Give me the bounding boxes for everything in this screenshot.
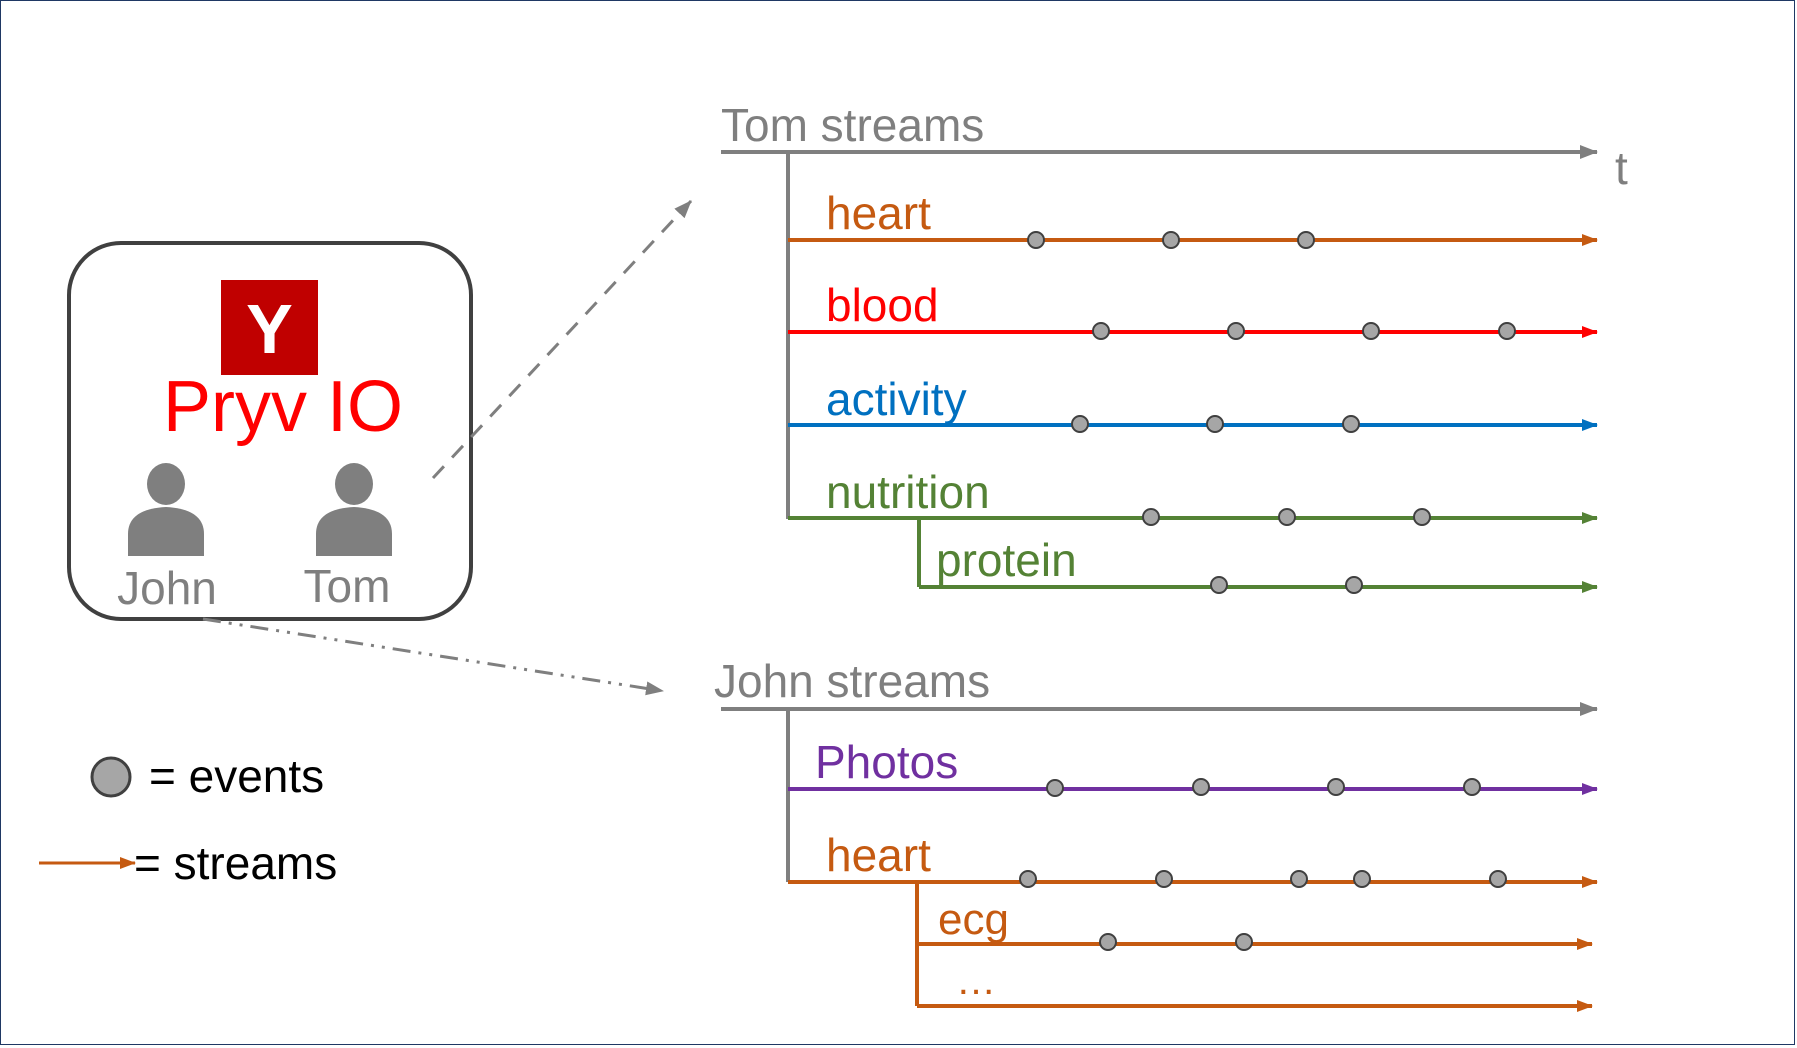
john-stream-label-photos: Photos: [815, 736, 958, 788]
event-dot: [1297, 231, 1315, 249]
event-dot: [1206, 415, 1224, 433]
tom-stream-label-nutrition: nutrition: [826, 466, 990, 518]
tom-stream-label-blood: blood: [826, 279, 939, 331]
pryv-io-box: Y Pryv IO John Tom: [67, 241, 473, 621]
event-dot: [1019, 870, 1037, 888]
john-streams-title: John streams: [714, 655, 990, 707]
legend-streams-label: = streams: [134, 837, 337, 889]
event-dot: [1489, 870, 1507, 888]
tom-stream-label-heart: heart: [826, 187, 931, 239]
john-streams-tree: John streams Photos heart ecg …: [714, 655, 1598, 1012]
event-dot: [1099, 933, 1117, 951]
event-dot: [1413, 508, 1431, 526]
event-dot: [1162, 231, 1180, 249]
event-dot: [1227, 322, 1245, 340]
user-label-tom: Tom: [304, 560, 391, 612]
event-dot: [1278, 508, 1296, 526]
event-dot: [1353, 870, 1371, 888]
user-icon-tom: [316, 463, 392, 556]
event-dot: [1463, 778, 1481, 796]
tom-stream-label-activity: activity: [826, 373, 967, 425]
event-dot: [1235, 933, 1253, 951]
john-stream-label-more: …: [956, 959, 996, 1003]
app-name: Pryv IO: [163, 367, 403, 447]
event-dot: [1327, 778, 1345, 796]
event-dot: [1192, 778, 1210, 796]
legend: = events = streams: [39, 750, 337, 889]
user-icon-john: [128, 463, 204, 556]
event-dot: [1142, 508, 1160, 526]
event-dot: [1046, 779, 1064, 797]
legend-events-label: = events: [149, 750, 324, 802]
event-dot: [1155, 870, 1173, 888]
user-label-john: John: [117, 562, 217, 614]
event-dot: [1071, 415, 1089, 433]
event-dot: [1362, 322, 1380, 340]
john-stream-label-heart: heart: [826, 829, 931, 881]
event-dot: [1092, 322, 1110, 340]
event-dot: [1290, 870, 1308, 888]
time-axis-label: t: [1615, 142, 1628, 194]
tom-link-arrow: [431, 199, 693, 480]
event-dot: [1210, 576, 1228, 594]
pryv-logo-letter: Y: [246, 290, 293, 368]
tom-streams-tree: Tom streams t heart blood activity nutri…: [721, 99, 1628, 594]
legend-event-icon: [90, 756, 132, 798]
event-dot: [1498, 322, 1516, 340]
john-stream-label-ecg: ecg: [938, 895, 1009, 944]
tom-streams-title: Tom streams: [721, 99, 984, 151]
john-link-arrow: [202, 617, 664, 696]
pryv-logo-icon: Y: [221, 280, 318, 375]
event-dot: [1027, 231, 1045, 249]
tom-stream-label-protein: protein: [936, 534, 1077, 586]
event-dot: [1342, 415, 1360, 433]
event-dot: [1345, 576, 1363, 594]
